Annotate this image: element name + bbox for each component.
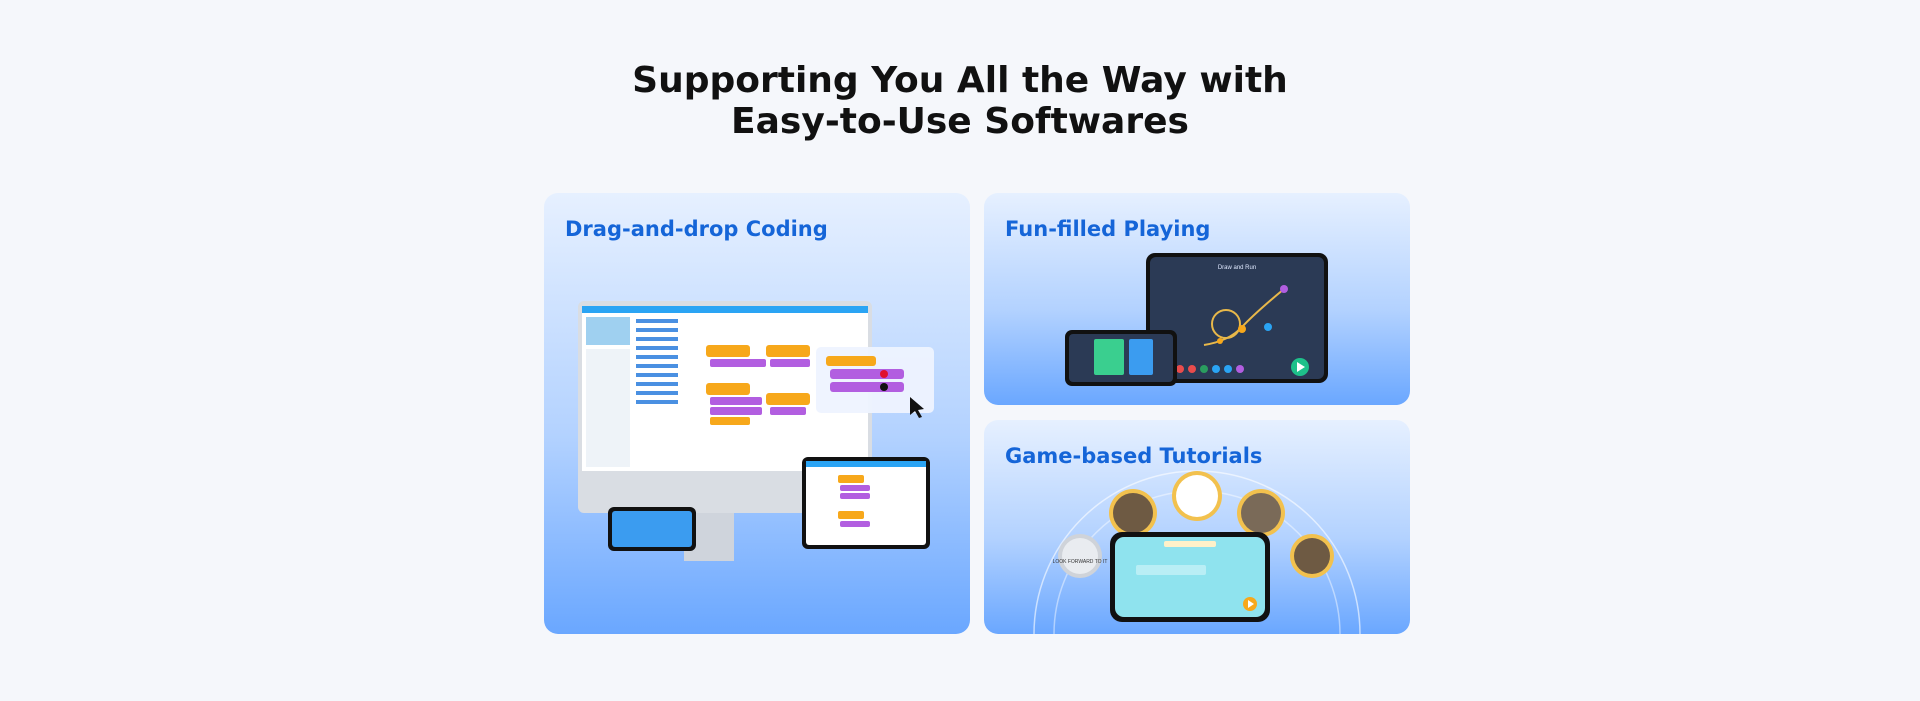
tutorials-illustration: LOOK FORWARD TO IT <box>1033 470 1361 634</box>
app-toolbar <box>582 306 868 313</box>
mouse-cursor-icon <box>910 397 924 418</box>
card-game-based-tutorials[interactable]: Game-based Tutorials LOOK FORWARD TO IT <box>984 420 1410 634</box>
stage-preview <box>586 317 630 345</box>
code-blocks <box>706 345 810 425</box>
card-title-playing: Fun-filled Playing <box>1005 217 1211 241</box>
headline-line-2: Easy-to-Use Softwares <box>731 101 1189 142</box>
block-palette <box>636 319 678 404</box>
card-title-tutorials: Game-based Tutorials <box>1005 444 1263 468</box>
headline-line-1: Supporting You All the Way with <box>632 60 1288 101</box>
coding-illustration <box>578 301 934 561</box>
locked-badge-text: LOOK FORWARD TO IT <box>1053 559 1108 565</box>
card-title-coding: Drag-and-drop Coding <box>565 217 828 241</box>
tablet-screen-title: Draw and Run <box>1218 265 1256 271</box>
section-headline: Supporting You All the Way with Easy-to-… <box>0 60 1920 142</box>
card-fun-filled-playing[interactable]: Fun-filled Playing Draw and Run <box>984 193 1410 405</box>
level-badges <box>1109 471 1334 578</box>
card-drag-and-drop-coding[interactable]: Drag-and-drop Coding <box>544 193 970 634</box>
sprite-panel <box>586 349 630 467</box>
playing-illustration: Draw and Run <box>1065 253 1328 386</box>
tool-buttons <box>1176 365 1244 373</box>
